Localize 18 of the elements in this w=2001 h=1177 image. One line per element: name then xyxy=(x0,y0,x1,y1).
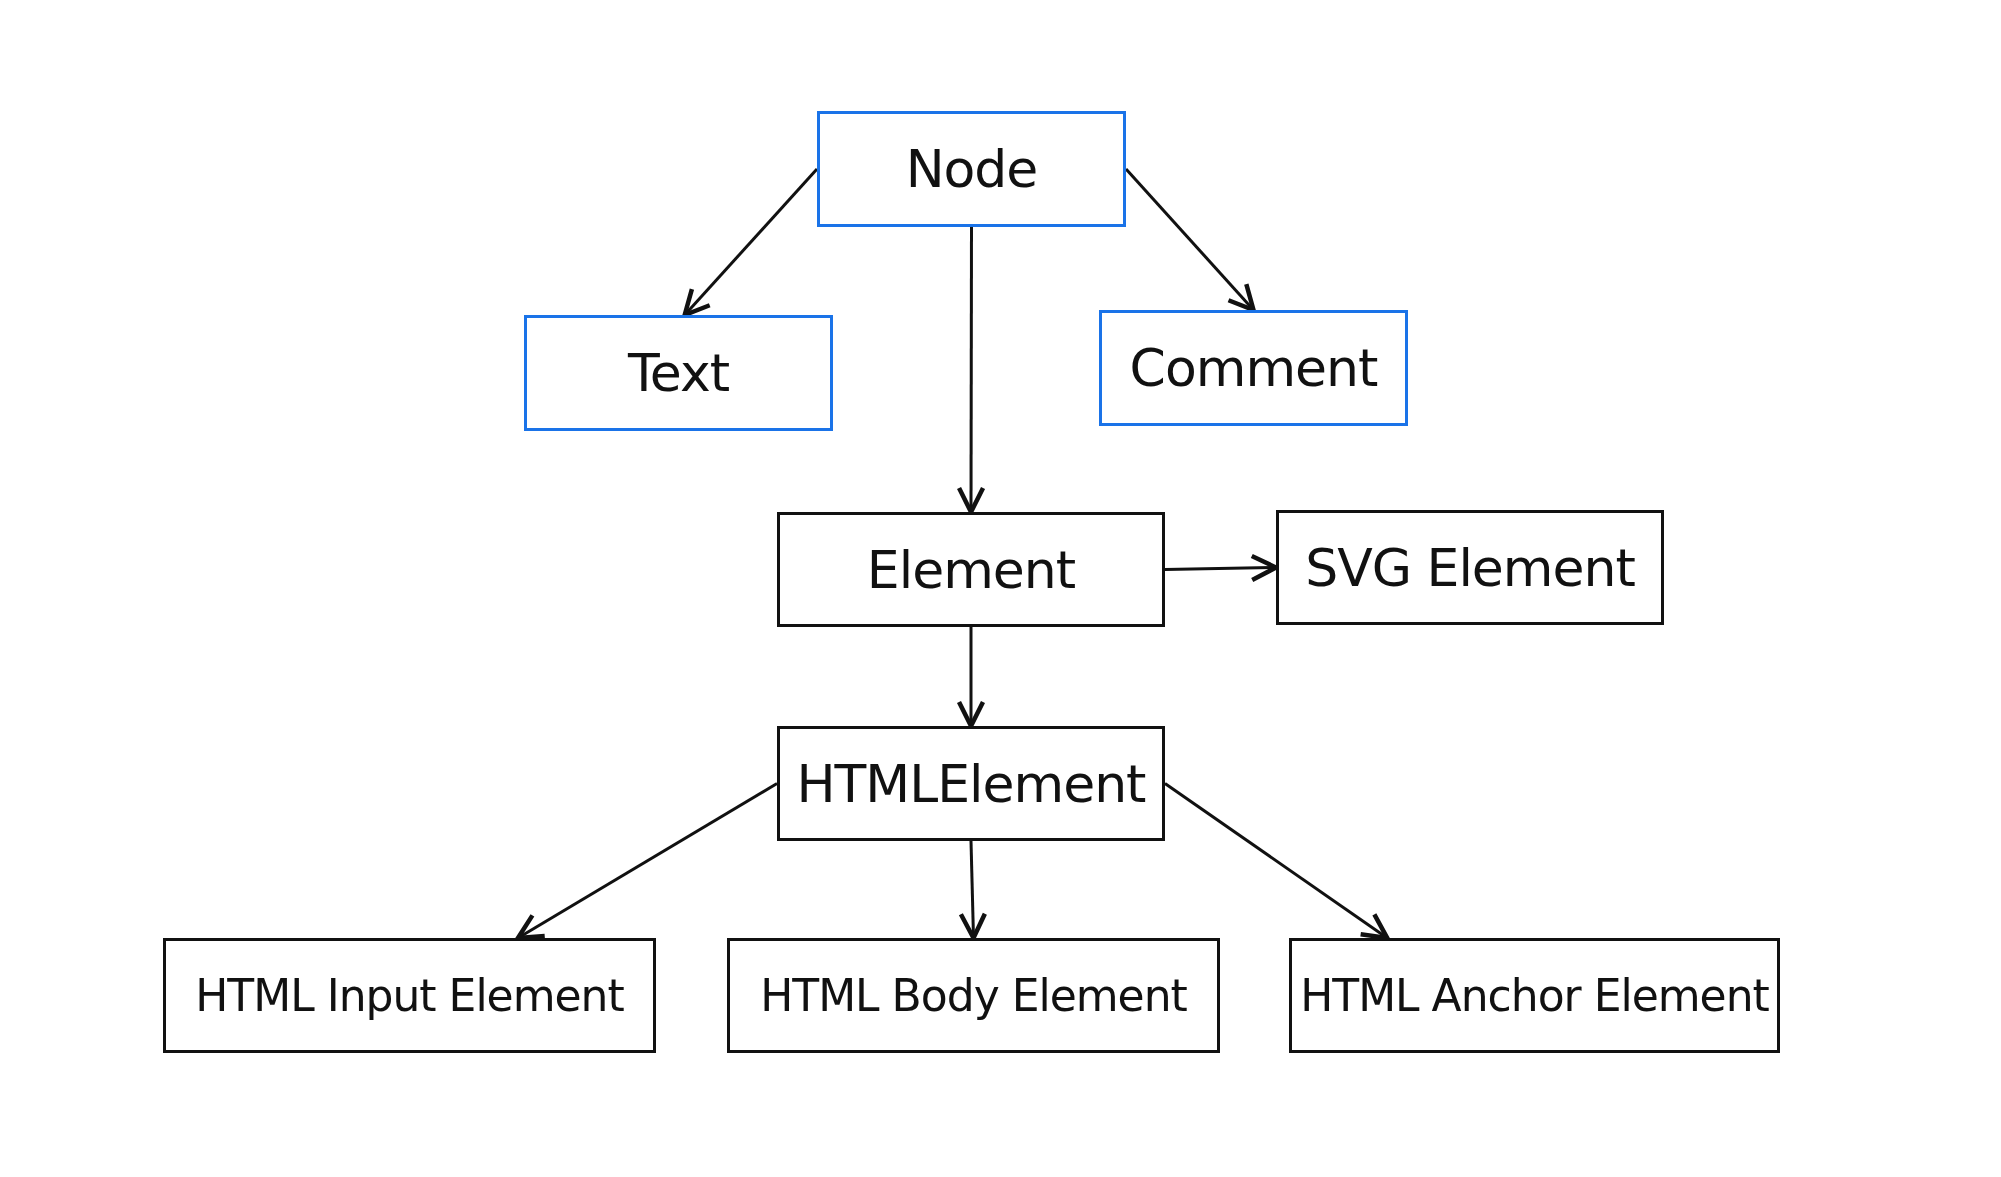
class-name: Node xyxy=(905,139,1038,199)
class-box xyxy=(817,111,1126,227)
class-name: HTML Body Element xyxy=(760,970,1187,1021)
class-box xyxy=(777,726,1165,841)
class-name: HTML Anchor Element xyxy=(1300,970,1769,1021)
class-name: SVG Element xyxy=(1305,537,1635,598)
class-name: HTML Input Element xyxy=(195,970,624,1021)
class-box xyxy=(1276,510,1664,625)
class-name: Text xyxy=(627,343,730,403)
class-box xyxy=(1289,938,1780,1053)
class-box xyxy=(524,315,833,431)
class-name: Element xyxy=(866,539,1076,600)
class-box xyxy=(727,938,1220,1053)
class-name: Comment xyxy=(1129,338,1378,398)
class-box xyxy=(1099,310,1408,426)
class-box xyxy=(777,512,1165,627)
class-name: HTMLElement xyxy=(796,753,1146,814)
class-box xyxy=(163,938,656,1053)
